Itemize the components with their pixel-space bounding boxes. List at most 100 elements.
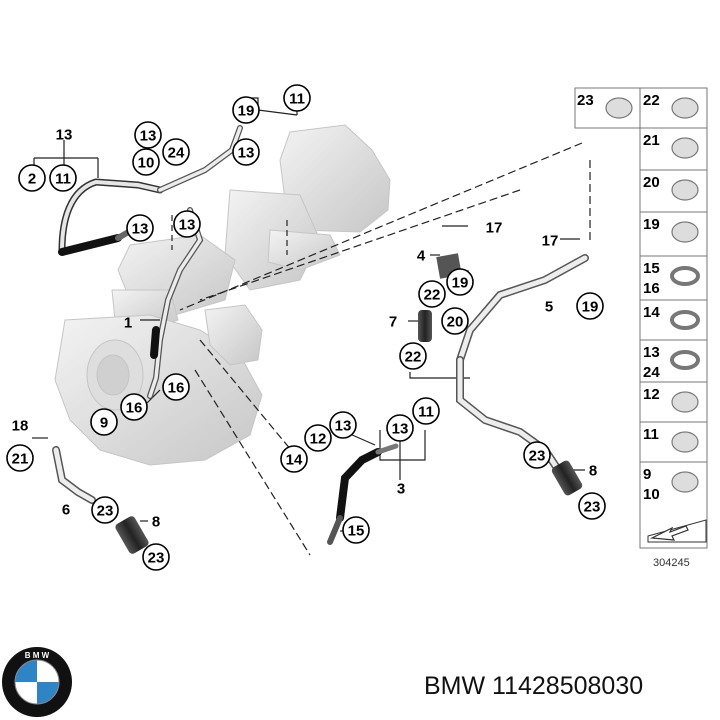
callout-label: 23 xyxy=(148,550,165,567)
callout-13: 13 xyxy=(232,138,260,166)
svg-text:20: 20 xyxy=(643,174,660,191)
svg-text:22: 22 xyxy=(643,92,660,109)
callout-label: 12 xyxy=(310,431,327,448)
callout-label: 8 xyxy=(152,514,160,531)
callout-label: 16 xyxy=(168,380,185,397)
svg-text:16: 16 xyxy=(643,280,660,297)
callout-label: 22 xyxy=(405,349,422,366)
arrow-ref-icon xyxy=(647,519,707,543)
callout-19: 19 xyxy=(232,96,260,124)
svg-text:10: 10 xyxy=(643,486,660,503)
callout-label: 13 xyxy=(140,128,157,145)
legend-item-20: 20 xyxy=(640,169,707,201)
callout-23: 23 xyxy=(578,492,606,520)
callout-label: 9 xyxy=(100,415,108,432)
callout-label: 19 xyxy=(238,103,255,120)
callout-23: 23 xyxy=(142,543,170,571)
callout-11: 11 xyxy=(412,397,440,425)
callout-4: 4 xyxy=(417,248,426,265)
callout-8: 8 xyxy=(152,514,160,531)
callout-11: 11 xyxy=(49,164,77,192)
callout-label: 16 xyxy=(126,400,143,417)
callout-17: 17 xyxy=(542,233,559,250)
callout-23: 23 xyxy=(91,496,119,524)
callout-label: 11 xyxy=(289,91,305,108)
callout-label: 1 xyxy=(124,315,132,332)
callout-1: 1 xyxy=(124,315,132,332)
bmw-logo: B M W xyxy=(2,647,72,717)
callout-13: 13 xyxy=(134,121,162,149)
callout-8: 8 xyxy=(589,463,597,480)
callout-label: 21 xyxy=(12,451,29,468)
callout-13: 13 xyxy=(173,210,201,238)
callout-label: 13 xyxy=(392,421,409,438)
callout-label: 24 xyxy=(168,145,185,162)
callout-label: 22 xyxy=(424,287,441,304)
callout-label: 2 xyxy=(28,171,36,188)
svg-text:B M W: B M W xyxy=(25,651,50,660)
callout-label: 3 xyxy=(397,481,405,498)
callout-label: 11 xyxy=(418,404,434,421)
callout-label: 17 xyxy=(486,220,503,237)
legend-item-14: 14 xyxy=(640,299,707,330)
callout-label: 20 xyxy=(447,314,464,331)
callout-12: 12 xyxy=(304,424,332,452)
legend-item-22: 22 xyxy=(643,92,699,119)
callout-23: 23 xyxy=(523,441,551,469)
callout-label: 23 xyxy=(529,448,546,465)
callout-7: 7 xyxy=(389,314,397,331)
callout-13: 13 xyxy=(126,214,154,242)
callout-label: 4 xyxy=(417,248,426,265)
svg-text:19: 19 xyxy=(643,216,660,233)
callout-18: 18 xyxy=(12,418,29,435)
callout-19: 19 xyxy=(446,268,474,296)
callout-22: 22 xyxy=(399,342,427,370)
callout-label: 13 xyxy=(335,418,352,435)
svg-text:9: 9 xyxy=(643,466,651,483)
callout-label: 8 xyxy=(589,463,597,480)
callout-label: 18 xyxy=(12,418,29,435)
svg-text:14: 14 xyxy=(643,304,660,321)
callout-label: 13 xyxy=(238,145,255,162)
callout-21: 21 xyxy=(6,444,34,472)
callout-22: 22 xyxy=(418,280,446,308)
svg-text:13: 13 xyxy=(643,344,660,361)
reference-number: 304245 xyxy=(653,557,690,569)
legend-item-11: 11 xyxy=(640,421,707,453)
svg-text:15: 15 xyxy=(643,260,660,277)
legend-item-12: 12 xyxy=(640,381,707,413)
svg-text:23: 23 xyxy=(577,92,594,109)
callout-label: 7 xyxy=(389,314,397,331)
callout-13: 13 xyxy=(386,414,414,442)
callout-24: 24 xyxy=(162,138,190,166)
callout-label: 23 xyxy=(584,499,601,516)
callout-9: 9 xyxy=(90,408,118,436)
callout-20: 20 xyxy=(441,307,469,335)
callout-19: 19 xyxy=(576,292,604,320)
callout-label: 5 xyxy=(545,299,553,316)
callout-label: 15 xyxy=(348,523,365,540)
callout-16: 16 xyxy=(120,393,148,421)
callout-2: 2 xyxy=(18,164,46,192)
svg-text:21: 21 xyxy=(643,132,660,149)
callout-label: 10 xyxy=(138,155,155,172)
callout-15: 15 xyxy=(342,516,370,544)
callout-label: 11 xyxy=(55,171,71,188)
legend-item-23: 23 xyxy=(577,92,633,119)
legend-item-19: 19 xyxy=(640,211,707,243)
legend-item-21: 21 xyxy=(643,132,699,159)
callout-label: 13 xyxy=(56,127,73,144)
callout-6: 6 xyxy=(62,502,70,519)
svg-text:11: 11 xyxy=(643,426,659,443)
callout-13: 13 xyxy=(56,127,73,144)
callout-label: 19 xyxy=(582,299,599,316)
callout-label: 23 xyxy=(97,503,114,520)
callout-label: 13 xyxy=(179,217,196,234)
svg-text:24: 24 xyxy=(643,364,660,381)
callout-5: 5 xyxy=(545,299,553,316)
